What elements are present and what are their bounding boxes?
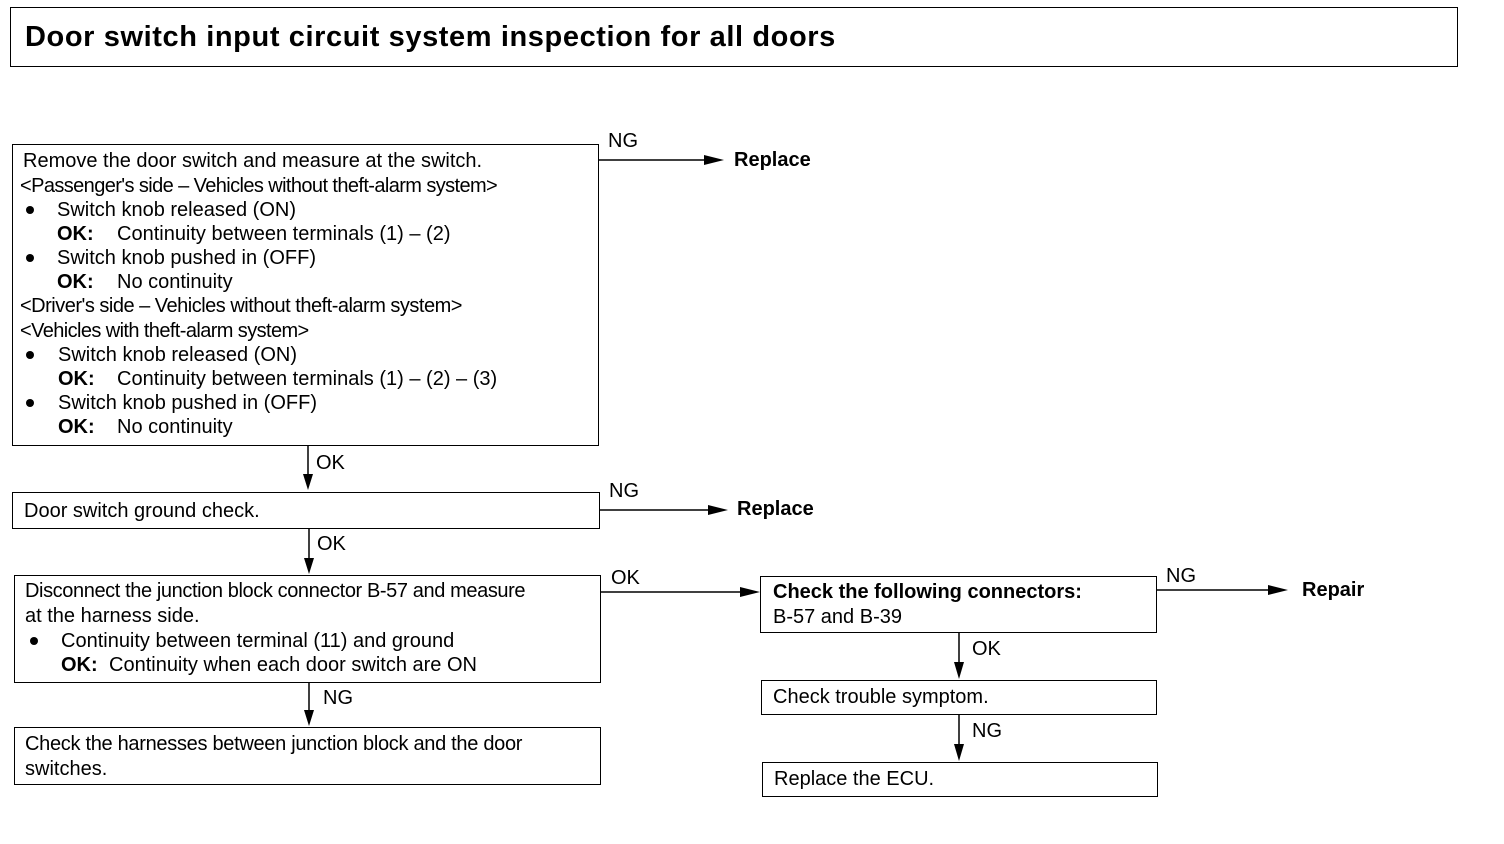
step1-ok1-text: Continuity between terminals (1) – (2) bbox=[117, 223, 451, 245]
page-title: Door switch input circuit system inspect… bbox=[25, 21, 836, 53]
step3-bullet1: Continuity between terminal (11) and gro… bbox=[61, 630, 455, 652]
step1-bullet2: Switch knob pushed in (OFF) bbox=[57, 247, 316, 269]
step5-box: Check the following connectors: B-57 and… bbox=[760, 576, 1157, 633]
step1-line1: Remove the door switch and measure at th… bbox=[23, 150, 483, 172]
step2-box: Door switch ground check. bbox=[12, 492, 600, 529]
action-replace-2: Replace bbox=[737, 498, 814, 520]
step1-bullet1: Switch knob released (ON) bbox=[57, 199, 296, 221]
arrowhead bbox=[954, 744, 964, 761]
step4-box: Check the harnesses between junction blo… bbox=[14, 727, 601, 785]
arrowhead bbox=[1268, 585, 1288, 595]
step1-ok4-label: OK: bbox=[58, 416, 95, 438]
step4-line1: Check the harnesses between junction blo… bbox=[25, 733, 523, 755]
step1-ok3-text: Continuity between terminals (1) – (2) –… bbox=[117, 368, 498, 390]
label-ok-step1: OK bbox=[316, 452, 345, 474]
step7-text: Replace the ECU. bbox=[774, 768, 935, 790]
step6-box: Check trouble symptom. bbox=[761, 680, 1157, 715]
label-ng-step2: NG bbox=[609, 480, 639, 502]
step1-ok4-text: No continuity bbox=[117, 416, 233, 438]
step3-line1: Disconnect the junction block connector … bbox=[25, 580, 526, 602]
label-ng-step6: NG bbox=[972, 720, 1002, 742]
label-ng-step5: NG bbox=[1166, 565, 1196, 587]
step1-bullet4: Switch knob pushed in (OFF) bbox=[58, 392, 317, 414]
step3-box: Disconnect the junction block connector … bbox=[14, 575, 601, 683]
step1-line3: <Driver's side – Vehicles without theft-… bbox=[20, 295, 462, 317]
step3-ok-text: Continuity when each door switch are ON bbox=[109, 654, 477, 676]
step5-line2: B-57 and B-39 bbox=[773, 606, 902, 628]
arrowhead bbox=[704, 155, 724, 165]
action-replace-1: Replace bbox=[734, 149, 811, 171]
step6-text: Check trouble symptom. bbox=[773, 686, 989, 708]
step1-bullet3: Switch knob released (ON) bbox=[58, 344, 297, 366]
arrowhead bbox=[740, 587, 760, 597]
arrowhead bbox=[303, 474, 313, 490]
step1-box: Remove the door switch and measure at th… bbox=[12, 144, 599, 446]
arrowhead bbox=[954, 662, 964, 679]
step1-line2: <Passenger's side – Vehicles without the… bbox=[20, 175, 498, 197]
step5-line1: Check the following connectors: bbox=[773, 581, 1082, 603]
label-ng-step1: NG bbox=[608, 130, 638, 152]
title-box: Door switch input circuit system inspect… bbox=[10, 7, 1458, 67]
label-ng-step3: NG bbox=[323, 687, 353, 709]
action-repair: Repair bbox=[1302, 579, 1365, 601]
step1-ok2-label: OK: bbox=[57, 271, 94, 293]
step3-ok-label: OK: bbox=[61, 654, 98, 676]
arrowhead bbox=[304, 710, 314, 726]
label-ok-step2: OK bbox=[317, 533, 346, 555]
bullet-icon bbox=[30, 637, 38, 645]
label-ok-step3: OK bbox=[611, 567, 640, 589]
step1-ok1-label: OK: bbox=[57, 223, 94, 245]
step7-box: Replace the ECU. bbox=[762, 762, 1158, 797]
step1-line4: <Vehicles with theft-alarm system> bbox=[20, 320, 309, 342]
step1-ok2-text: No continuity bbox=[117, 271, 233, 293]
step1-ok3-label: OK: bbox=[58, 368, 95, 390]
bullet-icon bbox=[26, 206, 34, 214]
step4-line2: switches. bbox=[25, 758, 108, 780]
label-ok-step5: OK bbox=[972, 638, 1001, 660]
arrowhead bbox=[708, 505, 728, 515]
bullet-icon bbox=[26, 399, 34, 407]
bullet-icon bbox=[26, 351, 34, 359]
step3-line2: at the harness side. bbox=[25, 605, 200, 627]
bullet-icon bbox=[26, 254, 34, 262]
arrowhead bbox=[304, 558, 314, 574]
step2-text: Door switch ground check. bbox=[24, 500, 260, 522]
